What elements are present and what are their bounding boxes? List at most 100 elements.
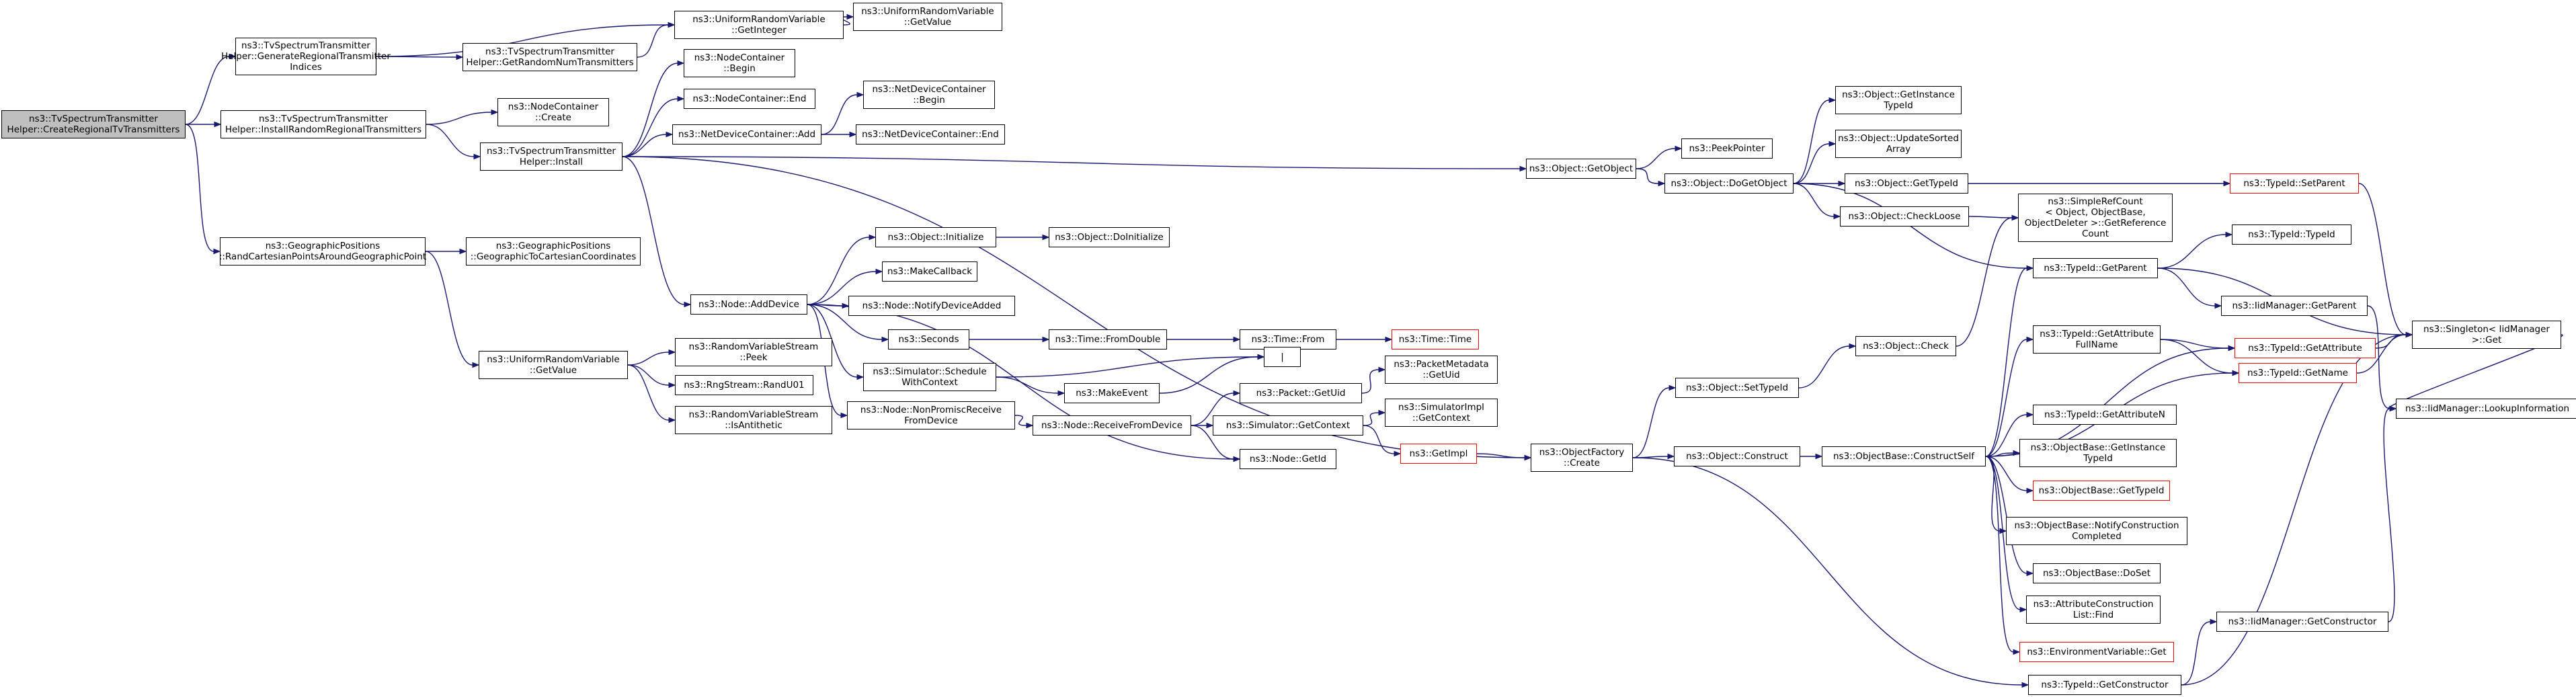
node-obj-init[interactable]: ns3::Object::Initialize — [875, 227, 996, 247]
node-tid-get-attr[interactable]: ns3::TypeId::GetAttribute — [2235, 338, 2376, 358]
node-time-from[interactable]: ns3::Time::From — [1240, 329, 1336, 350]
node-get-impl[interactable]: ns3::GetImpl — [1400, 444, 1477, 464]
node-pkt-get-uid[interactable]: ns3::Packet::GetUid — [1240, 383, 1362, 403]
node-sim-impl-get-ctx[interactable]: ns3::SimulatorImpl::GetContext — [1385, 399, 1498, 427]
node-tid-tid[interactable]: ns3::TypeId::TypeId — [2232, 224, 2351, 245]
node-obj-check-loose[interactable]: ns3::Object::CheckLoose — [1840, 206, 1969, 227]
node-label-line: ns3::IidManager::GetParent — [2232, 300, 2357, 311]
node-tid-get-parent[interactable]: ns3::TypeId::GetParent — [2033, 258, 2158, 278]
node-pkt-meta-get-uid[interactable]: ns3::PacketMetadata::GetUid — [1385, 356, 1498, 384]
node-label-line: ns3::Simulator::GetContext — [1225, 420, 1351, 431]
node-label-line: < Object, ObjectBase, — [2045, 207, 2146, 218]
node-iid-lookup[interactable]: ns3::IidManager::LookupInformation — [2396, 399, 2576, 419]
node-singleton[interactable]: ns3::Singleton< IidManager >::Get — [2412, 321, 2561, 349]
node-node-add-device[interactable]: ns3::Node::AddDevice — [690, 294, 807, 315]
node-peek-pointer[interactable]: ns3::PeekPointer — [1681, 138, 1773, 159]
node-obj-get-tid[interactable]: ns3::Object::GetTypeId — [1845, 173, 1968, 194]
edge-arrowhead — [1042, 336, 1050, 343]
edge-arrowhead — [2225, 231, 2233, 238]
node-ob-construct-self[interactable]: ns3::ObjectBase::ConstructSelf — [1822, 446, 1986, 466]
edge-install-to-ndc-add — [622, 134, 667, 157]
node-make-callback[interactable]: ns3::MakeCallback — [882, 261, 977, 282]
edge-root-to-geo-rand — [185, 124, 214, 252]
edge-tid-get-attr-full-to-tid-get-attr — [2160, 339, 2229, 349]
node-label-line: | — [1281, 352, 1284, 362]
node-nc-create[interactable]: ns3::NodeContainer::Create — [497, 98, 609, 126]
node-env-get[interactable]: ns3::EnvironmentVariable::Get — [2019, 642, 2174, 662]
node-label-line: ::Create — [535, 112, 571, 123]
node-urv-get-value[interactable]: ns3::UniformRandomVariable::GetValue — [479, 351, 628, 379]
node-label-line: ns3::Object::Check — [1863, 341, 1949, 352]
node-ob-get-tid[interactable]: ns3::ObjectBase::GetTypeId — [2033, 481, 2170, 501]
node-label-line: FromDevice — [904, 415, 958, 426]
node-make-event[interactable]: ns3::MakeEvent — [1064, 383, 1160, 403]
node-tid-set-parent[interactable]: ns3::TypeId::SetParent — [2230, 173, 2359, 194]
node-urv-get-value-top[interactable]: ns3::UniformRandomVariable::GetValue — [853, 3, 1002, 31]
node-simple-ref[interactable]: ns3::SimpleRefCount< Object, ObjectBase,… — [2018, 194, 2173, 242]
node-rng-rand-u01[interactable]: ns3::RngStream::RandU01 — [675, 375, 813, 395]
node-ndc-end[interactable]: ns3::NetDeviceContainer::End — [856, 124, 1005, 145]
node-tid-get-attr-n[interactable]: ns3::TypeId::GetAttributeN — [2033, 405, 2177, 425]
node-seconds[interactable]: ns3::Seconds — [888, 329, 969, 350]
node-obj-check[interactable]: ns3::Object::Check — [1855, 336, 1956, 356]
node-node-get-id[interactable]: ns3::Node::GetId — [1240, 449, 1336, 469]
node-geo-to-cart[interactable]: ns3::GeographicPositions::GeographicToCa… — [466, 237, 641, 265]
node-rvs-peek[interactable]: ns3::RandomVariableStream::Peek — [675, 338, 832, 366]
node-label-line: ns3::TypeId::GetName — [2247, 368, 2348, 378]
node-time-from-double[interactable]: ns3::Time::FromDouble — [1049, 329, 1167, 350]
edge-install-random-to-install — [426, 124, 475, 157]
edge-of-create-to-tid-get-ctor — [1632, 457, 2023, 686]
node-of-create[interactable]: ns3::ObjectFactory::Create — [1531, 444, 1633, 472]
node-iid-get-parent[interactable]: ns3::IidManager::GetParent — [2221, 296, 2368, 316]
node-nc-begin[interactable]: ns3::NodeContainer::Begin — [684, 49, 795, 77]
node-iid-get-ctor[interactable]: ns3::IidManager::GetConstructor — [2216, 612, 2388, 632]
node-obj-do-get-object[interactable]: ns3::Object::DoGetObject — [1664, 173, 1794, 194]
node-label-line: ::GeographicToCartesianCoordinates — [470, 251, 637, 262]
node-obj-construct[interactable]: ns3::Object::Construct — [1674, 446, 1800, 466]
node-node-recv[interactable]: ns3::Node::ReceiveFromDevice — [1033, 415, 1191, 436]
node-geo-rand[interactable]: ns3::GeographicPositions::RandCartesianP… — [219, 237, 426, 265]
node-sim-get-ctx[interactable]: ns3::Simulator::GetContext — [1213, 415, 1363, 436]
node-nc-end[interactable]: ns3::NodeContainer::End — [684, 89, 815, 109]
edge-arrowhead — [1519, 165, 1527, 172]
node-obj-do-init[interactable]: ns3::Object::DoInitialize — [1049, 227, 1170, 247]
node-ndc-begin[interactable]: ns3::NetDeviceContainer::Begin — [863, 81, 995, 109]
edge-make-event-to-pipe — [1159, 356, 1258, 394]
edge-arrowhead — [1668, 384, 1677, 391]
node-tid-get-ctor[interactable]: ns3::TypeId::GetConstructor — [2028, 675, 2181, 695]
node-ndc-add[interactable]: ns3::NetDeviceContainer::Add — [672, 124, 821, 145]
edge-arrowhead — [856, 91, 864, 98]
node-pipe[interactable]: | — [1264, 347, 1301, 367]
node-node-notify[interactable]: ns3::Node::NotifyDeviceAdded — [848, 296, 1015, 316]
node-label-line: Indices — [290, 62, 322, 73]
node-label-line: ns3::Node::GetId — [1249, 454, 1327, 464]
edge-ob-construct-self-to-tid-get-attr-n — [1985, 414, 2027, 457]
node-urv-get-int[interactable]: ns3::UniformRandomVariable::GetInteger — [674, 11, 844, 39]
node-label-line: ns3::Time::FromDouble — [1055, 334, 1161, 345]
node-label-line: ns3::Object::Initialize — [887, 232, 984, 243]
node-ob-do-set[interactable]: ns3::ObjectBase::DoSet — [2033, 563, 2161, 583]
node-time-time[interactable]: ns3::Time::Time — [1392, 329, 1479, 350]
node-label-line: ::GetUid — [1422, 370, 1460, 380]
node-obj-get-object[interactable]: ns3::Object::GetObject — [1526, 159, 1636, 179]
node-label-line: ns3::Node::AddDevice — [698, 299, 799, 310]
edge-install-to-obj-get-object — [622, 156, 1521, 169]
node-tid-get-name[interactable]: ns3::TypeId::GetName — [2239, 363, 2357, 383]
node-obj-set-tid[interactable]: ns3::Object::SetTypeId — [1675, 378, 1799, 398]
edge-arrowhead — [668, 417, 676, 423]
node-rvs-is-anti[interactable]: ns3::RandomVariableStream::IsAntithetic — [675, 406, 832, 434]
edge-arrowhead — [2026, 570, 2034, 577]
